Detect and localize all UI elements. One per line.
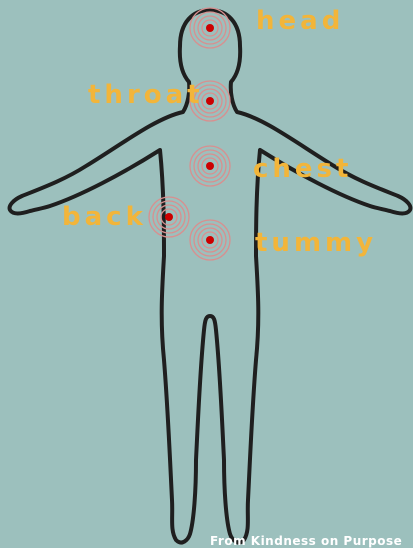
credit-text: From Kindness on Purpose <box>210 535 402 547</box>
target-center-dot <box>206 236 214 244</box>
label-throat: throat <box>88 82 204 108</box>
tummy-target <box>190 220 230 260</box>
label-head: head <box>256 8 344 34</box>
target-center-dot <box>165 213 173 221</box>
target-markers <box>149 8 230 260</box>
label-back: back <box>62 204 147 230</box>
chest-target <box>190 146 230 186</box>
label-chest: chest <box>253 156 352 182</box>
target-center-dot <box>206 162 214 170</box>
back-target <box>149 197 189 237</box>
target-center-dot <box>206 97 214 105</box>
head-target <box>190 8 230 48</box>
label-tummy: tummy <box>255 230 377 256</box>
body-outline <box>10 10 411 542</box>
target-center-dot <box>206 24 214 32</box>
